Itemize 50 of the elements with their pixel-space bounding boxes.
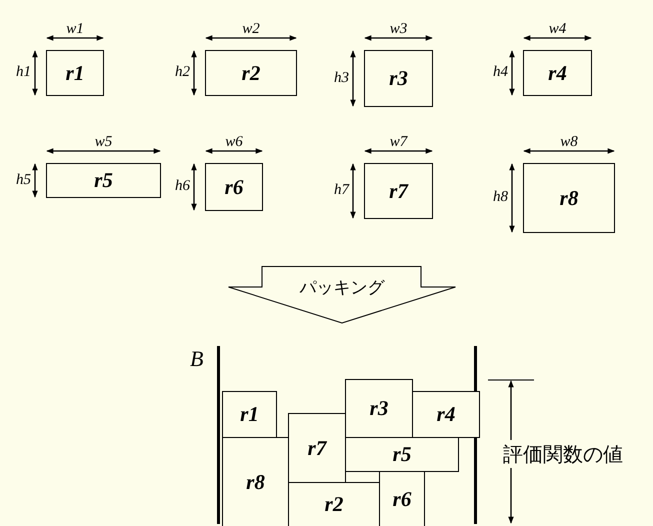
rectangle-label: r2 <box>324 494 344 515</box>
width-label: w8 <box>559 135 579 150</box>
rectangle-label: r7 <box>308 438 326 458</box>
arrow-label: パッキング <box>298 280 386 297</box>
rectangle-label: r5 <box>392 444 412 465</box>
rectangle-label: r5 <box>94 170 113 191</box>
height-label: h4 <box>493 65 508 80</box>
height-label: h5 <box>16 172 31 188</box>
rectangle <box>288 413 346 483</box>
rectangle <box>523 163 615 233</box>
rectangle <box>46 50 104 96</box>
rectangle <box>205 163 263 211</box>
rectangle-label: r6 <box>224 176 244 198</box>
rectangle-label: r8 <box>560 188 578 208</box>
rectangle-label: r7 <box>389 180 408 202</box>
rectangle <box>222 391 277 438</box>
rectangle <box>412 391 480 438</box>
rectangle-label: r3 <box>370 398 388 419</box>
rectangle <box>379 471 425 526</box>
block-arrow <box>228 266 456 324</box>
rectangle-label: r3 <box>389 68 408 89</box>
rectangle-label: r1 <box>240 404 259 425</box>
dimension-label: 評価関数の値 <box>503 443 623 465</box>
rectangle-label: r4 <box>436 404 456 425</box>
rectangle <box>222 437 289 526</box>
rectangle-label: r2 <box>242 62 260 84</box>
rectangle <box>523 50 592 96</box>
rectangle <box>205 50 297 96</box>
rectangle-label: r8 <box>246 472 265 492</box>
width-label: w5 <box>94 135 114 150</box>
rectangle <box>345 437 459 472</box>
rectangle <box>364 50 433 107</box>
height-label: h3 <box>334 70 349 86</box>
width-label: w4 <box>548 22 568 37</box>
width-label: w3 <box>388 22 408 37</box>
width-label: w6 <box>224 135 244 150</box>
height-label: h7 <box>334 183 349 198</box>
height-label: h8 <box>493 190 508 205</box>
rectangle-label: r6 <box>392 488 412 510</box>
rectangle-label: r1 <box>66 62 84 84</box>
rectangle <box>46 163 161 198</box>
width-label: w1 <box>65 22 85 37</box>
rectangle <box>364 163 433 219</box>
height-label: h6 <box>175 179 190 194</box>
height-label: h2 <box>175 65 190 80</box>
rectangle-label: r4 <box>548 62 567 84</box>
width-label: w2 <box>241 22 261 37</box>
height-label: h1 <box>16 65 31 80</box>
container-label: B <box>190 348 204 370</box>
width-label: w7 <box>388 135 409 150</box>
